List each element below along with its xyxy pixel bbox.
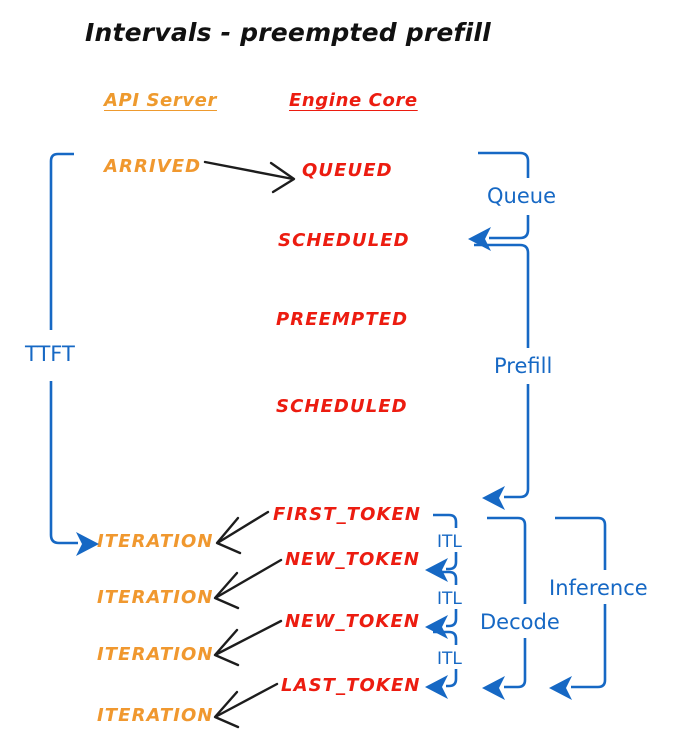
- interval-label-inference: Inference: [549, 576, 648, 600]
- column-header-api-server: API Server: [104, 90, 217, 111]
- page-title: Intervals - preempted prefill: [85, 18, 491, 47]
- interval-label-decode: Decode: [480, 610, 560, 634]
- event-preempted: PREEMPTED: [276, 309, 409, 330]
- event-iteration-2: ITERATION: [97, 587, 214, 608]
- interval-label-itl-3: ITL: [437, 649, 462, 669]
- interval-label-ttft: TTFT: [25, 342, 75, 366]
- event-new-token-2: NEW_TOKEN: [285, 611, 421, 632]
- arrow-first-token-icon: [215, 510, 270, 555]
- column-header-engine-core: Engine Core: [289, 90, 418, 111]
- event-iteration-1: ITERATION: [97, 531, 214, 552]
- interval-label-prefill: Prefill: [494, 354, 553, 378]
- event-scheduled-2: SCHEDULED: [276, 396, 408, 417]
- arrow-arrived-to-queued-icon: [203, 160, 296, 194]
- inference-bracket-icon: [549, 516, 607, 700]
- interval-label-queue: Queue: [487, 184, 556, 208]
- event-scheduled-1: SCHEDULED: [278, 230, 410, 251]
- event-iteration-3: ITERATION: [97, 644, 214, 665]
- event-last-token: LAST_TOKEN: [281, 675, 421, 696]
- arrow-new-token-1-icon: [213, 558, 283, 610]
- event-new-token-1: NEW_TOKEN: [285, 549, 421, 570]
- interval-label-itl-2: ITL: [437, 589, 462, 609]
- arrow-new-token-2-icon: [213, 619, 283, 667]
- interval-label-itl-1: ITL: [437, 532, 462, 552]
- decode-bracket-icon: [482, 516, 527, 700]
- event-arrived: ARRIVED: [104, 156, 202, 177]
- event-queued: QUEUED: [302, 160, 393, 181]
- arrow-last-token-icon: [213, 682, 279, 729]
- event-iteration-4: ITERATION: [97, 705, 214, 726]
- event-first-token: FIRST_TOKEN: [273, 504, 422, 525]
